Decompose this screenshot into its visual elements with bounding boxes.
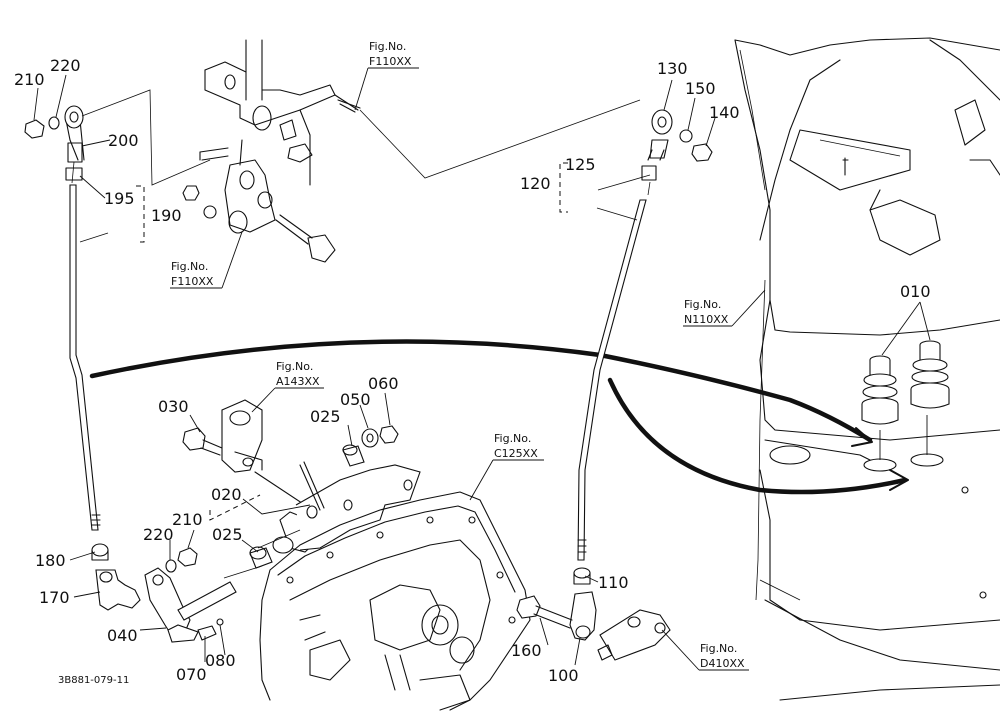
callout-025-lower: 025 <box>212 525 243 544</box>
callout-210-top: 210 <box>14 70 45 89</box>
callout-130: 130 <box>657 59 688 78</box>
bolt-160 <box>516 595 573 629</box>
ref-f110xx-left-prefix: Fig.No. <box>171 260 208 273</box>
leader-lines <box>33 74 931 666</box>
ref-n110xx-code: N110XX <box>684 313 729 326</box>
assembly-arrow-bottom-head <box>889 469 909 491</box>
callout-025-upper: 025 <box>310 407 341 426</box>
callout-220-bottom: 220 <box>143 525 174 544</box>
washer-nut-140-150 <box>679 129 713 162</box>
callout-190: 190 <box>151 206 182 225</box>
ref-f110xx-top-code: F110XX <box>369 55 412 68</box>
callout-125: 125 <box>565 155 596 174</box>
ref-leaders <box>170 67 766 671</box>
callout-100: 100 <box>548 666 579 685</box>
callout-220-top: 220 <box>50 56 81 75</box>
right-rod-assembly <box>569 109 673 641</box>
chassis-outline <box>734 37 1000 701</box>
callout-030: 030 <box>158 397 189 416</box>
lever-d410xx <box>597 609 671 661</box>
washer-050-nut-060 <box>361 425 399 448</box>
callout-140: 140 <box>709 103 740 122</box>
ref-d410xx-code: D410XX <box>700 657 745 670</box>
callout-020: 020 <box>211 485 242 504</box>
callout-170: 170 <box>39 588 70 607</box>
ref-d410xx-prefix: Fig.No. <box>700 642 737 655</box>
left-rod-assembly <box>64 105 141 611</box>
ref-n110xx-prefix: Fig.No. <box>684 298 721 311</box>
transmission-housing <box>259 491 531 711</box>
callout-070: 070 <box>176 665 207 684</box>
chassis-edge <box>755 279 766 601</box>
bolt-030 <box>182 427 223 456</box>
ref-a143xx-code: A143XX <box>276 375 320 388</box>
callout-160: 160 <box>511 641 542 660</box>
assembly-arrow-bottom <box>607 377 908 495</box>
washer-nut-210-220-top <box>24 116 60 139</box>
assembly-arrow-top <box>89 339 873 443</box>
drawing-number: 3B881-079-11 <box>58 675 129 686</box>
ref-f110xx-left-code: F110XX <box>171 275 214 288</box>
callout-010: 010 <box>900 282 931 301</box>
group-bracket-020 <box>209 494 261 521</box>
group-bracket-190 <box>136 185 145 243</box>
rubber-mount-left <box>861 355 899 425</box>
assembly-arrow-top-head <box>851 427 873 447</box>
rubber-mount-right <box>910 340 950 409</box>
assembly-lines <box>71 89 651 579</box>
nut-210-washer-220-bottom <box>165 547 198 573</box>
callout-200: 200 <box>108 131 139 150</box>
ref-a143xx-prefix: Fig.No. <box>276 360 313 373</box>
group-bracket-120 <box>559 162 568 213</box>
callout-040: 040 <box>107 626 138 645</box>
ref-c125xx-prefix: Fig.No. <box>494 432 531 445</box>
lever-arm-040 <box>144 567 237 643</box>
bushing-025-lower <box>249 536 294 569</box>
ref-c125xx-code: C125XX <box>494 447 538 460</box>
top-bracket-assembly <box>182 39 361 263</box>
callout-080: 080 <box>205 651 236 670</box>
callout-195: 195 <box>104 189 135 208</box>
callout-050: 050 <box>340 390 371 409</box>
callout-180: 180 <box>35 551 66 570</box>
mount-holes <box>863 415 944 472</box>
ref-f110xx-top-prefix: Fig.No. <box>369 40 406 53</box>
callout-210-bottom: 210 <box>172 510 203 529</box>
callout-150: 150 <box>685 79 716 98</box>
bushing-025-upper <box>342 444 365 467</box>
callout-060: 060 <box>368 374 399 393</box>
callout-110: 110 <box>598 573 629 592</box>
callout-120: 120 <box>520 174 551 193</box>
